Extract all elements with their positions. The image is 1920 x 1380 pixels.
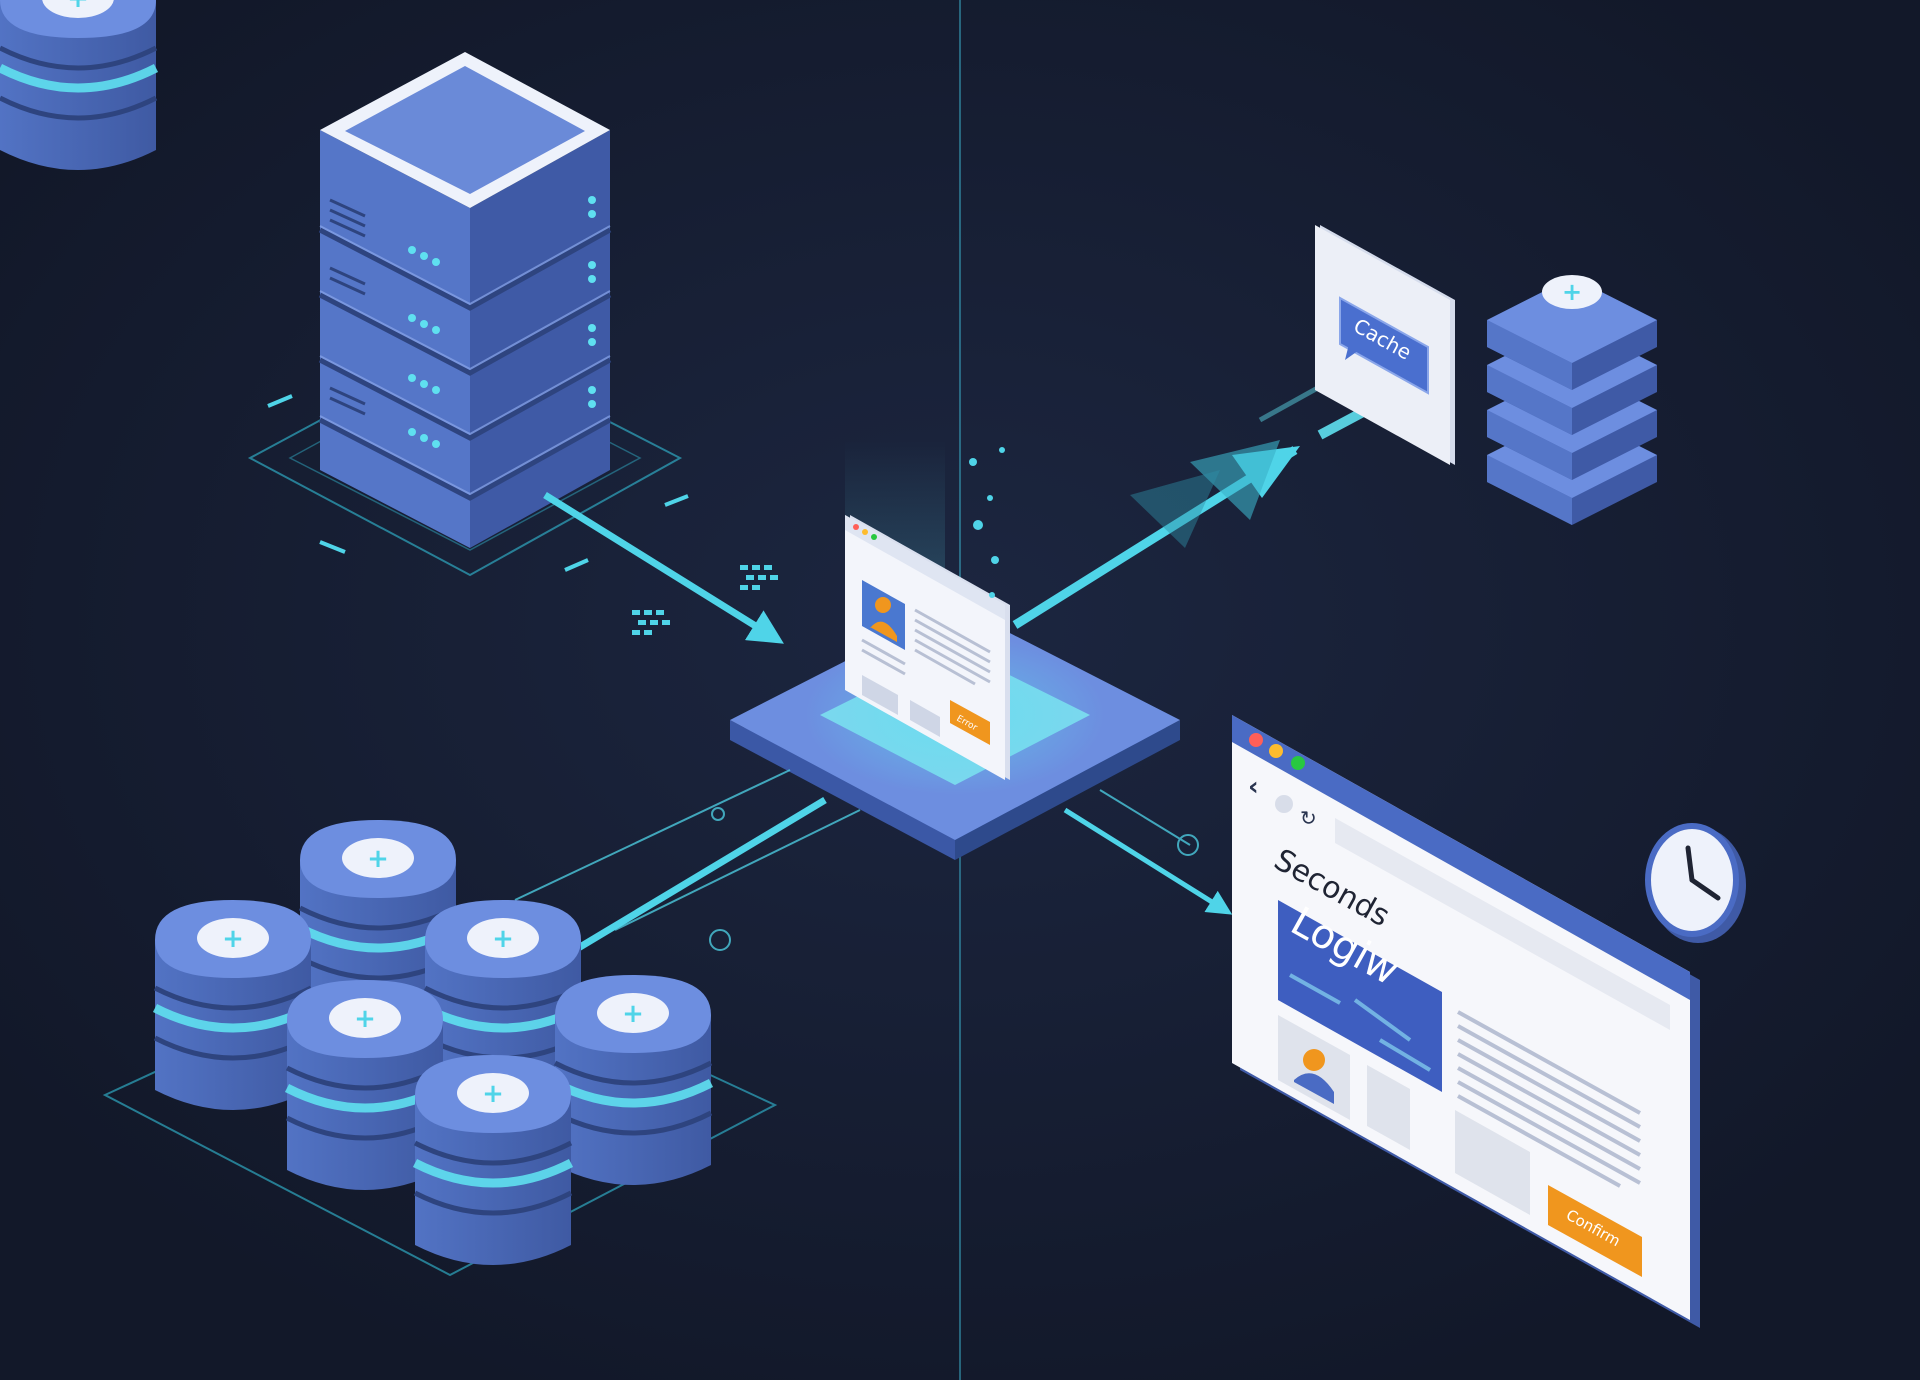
floor-dash	[267, 394, 293, 408]
database-cluster: +	[0, 0, 778, 1277]
browser-page	[1232, 715, 1690, 1320]
arrow-server-to-platform	[543, 492, 784, 644]
login-hero-image	[1278, 900, 1442, 1092]
browser-titlebar	[1232, 715, 1690, 1000]
floor-dash	[319, 540, 346, 554]
browser-confirm-button[interactable]	[1548, 1185, 1642, 1277]
window-maximize-dot[interactable]	[1291, 756, 1305, 770]
cache-arrow	[1012, 367, 1398, 629]
link-platform-to-cluster	[573, 796, 827, 954]
refresh-icon[interactable]: ↻	[1300, 806, 1317, 830]
back-arrow-icon[interactable]: ‹	[1248, 772, 1259, 802]
platform-left-edge	[730, 720, 955, 860]
platform-right-edge	[955, 720, 1180, 860]
tower-status-lights	[408, 196, 596, 448]
tower-right-face	[470, 130, 610, 548]
tower-layer-grooves	[318, 227, 612, 501]
browser-window: ‹ ↻ Seconds Logiw Confirm	[1232, 715, 1700, 1328]
article-text-lines	[1457, 1010, 1641, 1188]
cache-sign: Cache	[1315, 225, 1455, 465]
clock-icon	[1645, 823, 1746, 943]
window-close-dot[interactable]	[1249, 733, 1263, 747]
cache-db-cap	[1542, 275, 1602, 309]
webpage-card: Error	[845, 515, 1010, 780]
db-stack	[555, 975, 711, 1185]
data-bits	[632, 565, 778, 635]
forward-icon[interactable]	[1275, 795, 1293, 813]
particle-dots	[969, 447, 1005, 598]
window-minimize-dot[interactable]	[1269, 744, 1283, 758]
server-tower	[247, 52, 689, 577]
address-bar[interactable]	[1335, 818, 1670, 1030]
plus-icon: +	[1562, 278, 1582, 306]
tower-top-panel	[345, 66, 585, 194]
profile-user-icon	[1303, 1049, 1325, 1071]
arrow-platform-to-browser	[1063, 807, 1233, 915]
cache-database: +	[1487, 275, 1657, 525]
floor-dash	[664, 494, 689, 507]
cache-badge	[1339, 296, 1429, 395]
floor-dash	[564, 558, 589, 572]
tower-vents	[329, 198, 366, 416]
db-stack	[415, 1055, 571, 1265]
webpage-card-button[interactable]	[950, 700, 990, 745]
svg-text:+: +	[67, 0, 89, 14]
